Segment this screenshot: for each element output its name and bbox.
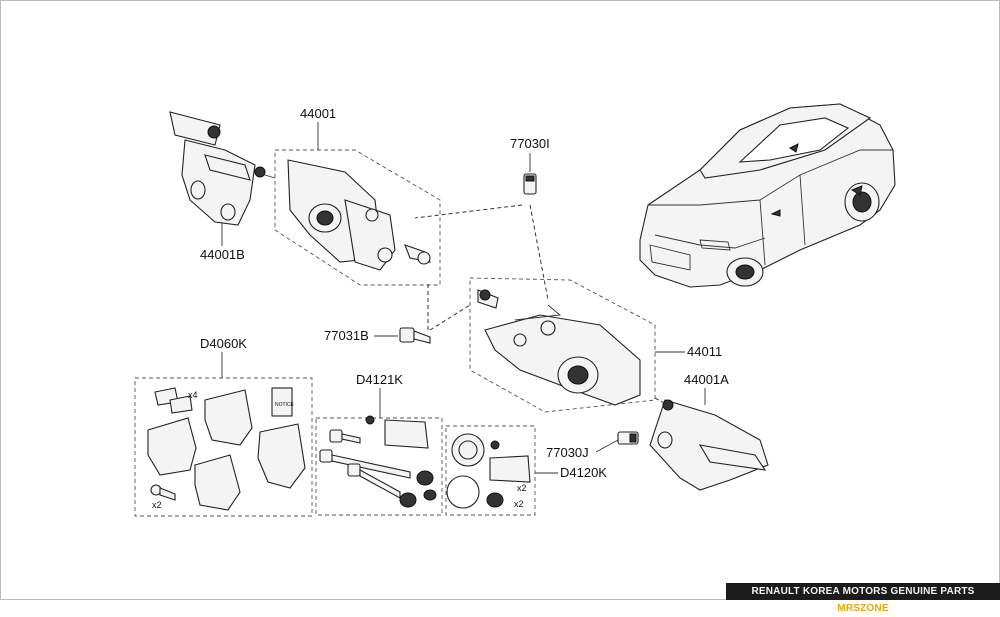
vehicle-illustration <box>639 103 896 288</box>
footer-brand: MRSZONE <box>837 603 889 614</box>
brake-pads <box>147 387 306 511</box>
label-77030J: 77030J <box>546 445 589 460</box>
bolt-77031B <box>399 327 431 344</box>
box-D4060K <box>134 377 313 517</box>
label-44001B: 44001B <box>200 247 245 262</box>
diagram-canvas: 44001B 44001 77030I 77031B 44011 <box>134 103 896 517</box>
box-44001 <box>274 149 441 286</box>
label-44001A: 44001A <box>684 372 729 387</box>
label-77031B: 77031B <box>324 328 369 343</box>
label-77030I: 77030I <box>510 136 550 151</box>
label-D4121K: D4121K <box>356 372 403 387</box>
label-D4120K: D4120K <box>560 465 607 480</box>
bleeder-77030I <box>523 173 537 195</box>
bracket-44001B <box>169 111 276 226</box>
footer-banner: RENAULT KOREA MOTORS GENUINE PARTS MRSZO… <box>726 583 1000 614</box>
footer-text: RENAULT KOREA MOTORS GENUINE PARTS <box>751 586 975 597</box>
caliper-44011 <box>477 289 641 406</box>
bleeder-77030J <box>617 431 639 445</box>
qty-clips: x4 <box>188 390 198 400</box>
caliper-44001 <box>287 159 431 271</box>
notice-card-text: NOTICE <box>275 402 295 408</box>
bracket-44001A <box>649 399 769 491</box>
qty-boots: x2 <box>517 483 527 493</box>
qty-pad-bolts: x2 <box>152 500 162 510</box>
box-D4120K <box>445 425 536 516</box>
box-D4121K <box>315 417 443 516</box>
box-44011 <box>469 277 656 413</box>
qty-seals: x2 <box>514 499 524 509</box>
label-44011: 44011 <box>687 344 722 359</box>
label-44001: 44001 <box>300 106 336 121</box>
seal-kit <box>446 433 531 509</box>
label-D4060K: D4060K <box>200 336 247 351</box>
guide-pin-kit <box>319 415 437 508</box>
